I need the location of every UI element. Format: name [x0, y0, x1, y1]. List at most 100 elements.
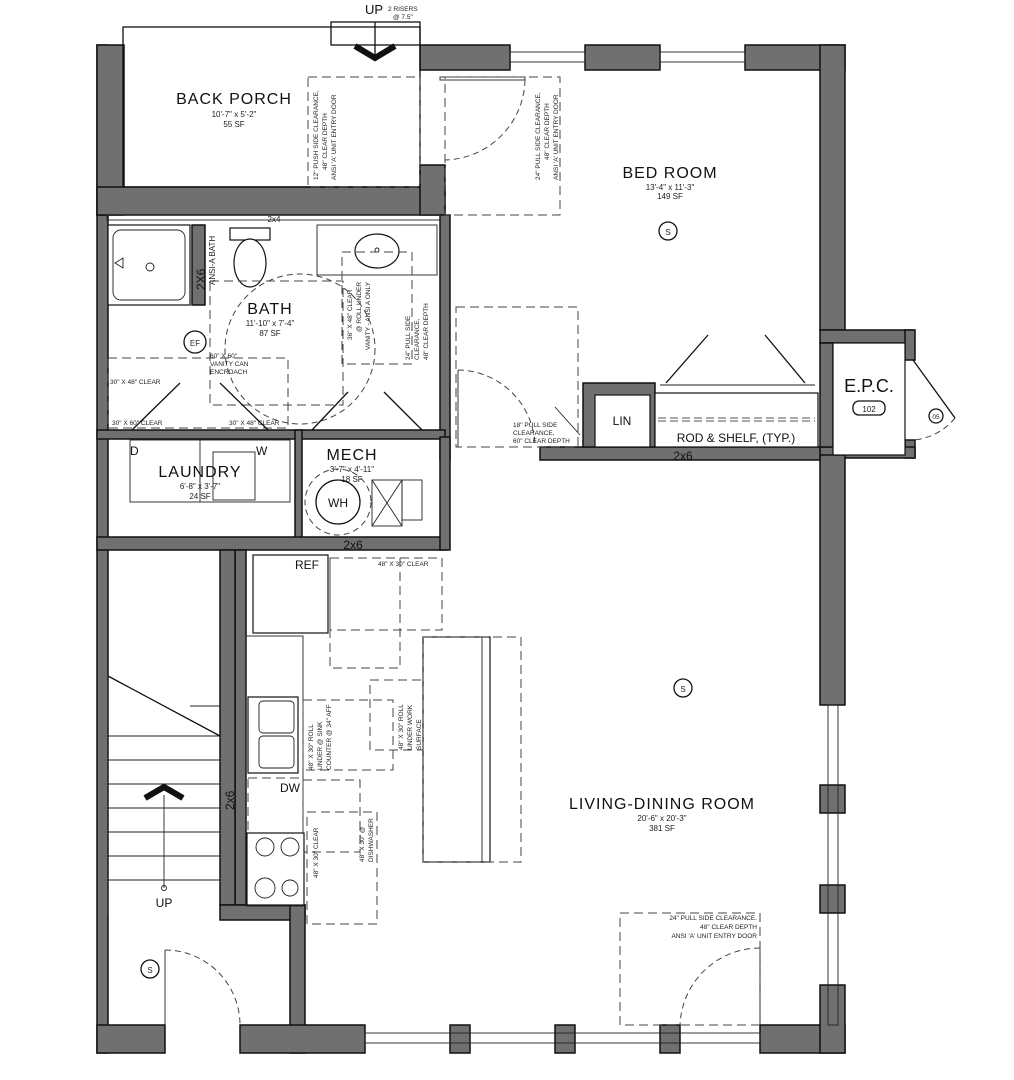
back-porch-area: 55 SF: [223, 120, 244, 129]
porch-stair-risers: 2 RISERS: [388, 6, 418, 13]
window-post-2: [819, 884, 846, 914]
note-line: CLEARANCE,: [414, 318, 421, 360]
stair-break: [107, 675, 221, 737]
note-line: 12" PUSH SIDE CLEARANCE,: [313, 90, 320, 180]
bifold-door-left[interactable]: [665, 334, 709, 384]
mech-wall-label: 2x6: [343, 538, 363, 552]
laundry-door-right[interactable]: [219, 382, 269, 431]
sink-bowl: [258, 735, 295, 769]
tub-label: ANSI-A BATH: [208, 236, 217, 285]
burner-icon: [254, 877, 276, 899]
mech-dims: 3'-7" x 4'-11": [330, 465, 374, 474]
note-line: 48" CLEAR DEPTH: [423, 303, 430, 360]
vanity-clear-note: 36" X 48" CLEAR @ ROLL UNDER VANITY - AN…: [347, 281, 372, 350]
washer-label: W: [256, 444, 268, 458]
window-post-3: [819, 984, 846, 1054]
wall-right-upper: [819, 44, 846, 331]
room-number-tag: [852, 400, 886, 416]
porch-door-leaf[interactable]: [439, 76, 526, 81]
epc-name: E.P.C.: [844, 376, 894, 396]
washer: [212, 451, 256, 501]
note-line: VANITY - ANSI A ONLY: [365, 281, 372, 350]
burner-icon: [255, 837, 275, 857]
epc-door-leaf[interactable]: [912, 359, 956, 419]
closet-clear-note: 60" CLEAR DEPTH: [513, 438, 570, 445]
window-post-1: [819, 784, 846, 814]
laundry-dims: 6'-8" x 3'-7": [180, 482, 220, 491]
kitchen-counter: [245, 635, 304, 907]
closet-clear-note: 18" PULL SIDE: [513, 422, 558, 429]
note-line: 48" X 30" @: [359, 826, 366, 862]
exhaust-fan-icon: [183, 330, 207, 354]
mech-door-right[interactable]: [383, 391, 423, 431]
wall-bottom-post: [449, 1024, 471, 1054]
note-line: 48" CLEAR DEPTH: [322, 113, 329, 170]
smoke-detector-icon: [673, 678, 693, 698]
wall-porch-right: [419, 164, 446, 216]
epc-door-number: 05: [932, 414, 940, 421]
bedroom-name: BED ROOM: [622, 165, 717, 182]
back-porch-dims: 10'-7" x 5'-2": [212, 110, 257, 119]
faucet-icon: [114, 257, 124, 269]
laundry-door-left[interactable]: [131, 382, 181, 431]
rod-shelf-label: ROD & SHELF, (TYP.): [677, 431, 795, 445]
dw-label: DW: [280, 781, 301, 795]
water-heater-label: WH: [328, 496, 348, 510]
wall-mech-right: [439, 436, 451, 551]
wall-porch-bottom: [96, 186, 446, 216]
door-swing: [457, 369, 536, 446]
door-swing: [164, 949, 241, 1026]
window: [364, 1032, 761, 1044]
door-tag: [928, 408, 944, 424]
bath-name: BATH: [247, 301, 292, 318]
living-area: 381 SF: [649, 824, 675, 833]
wall-bath-right: [439, 214, 451, 461]
wall-top-mid: [584, 44, 661, 71]
bath-top-wall: [106, 214, 441, 221]
porch-stair-riser-height: @ 7.5": [393, 14, 413, 21]
door-swing: [679, 947, 761, 1026]
bedroom-smoke-label: S: [665, 228, 670, 237]
smoke-detector-icon: [140, 959, 160, 979]
wall-stair-right: [219, 549, 236, 906]
burner-icon: [280, 837, 300, 857]
tub-wall: [191, 224, 206, 306]
note-line: UNDER @ SINK: [317, 721, 324, 770]
ref-clearance-zone-2: [329, 557, 401, 669]
wall-laundry-mech: [294, 429, 303, 549]
bedroom-door-clearance-zone: [444, 76, 561, 216]
bedroom-door-clearance-note: 24" PULL SIDE CLEARANCE, 48" CLEAR DEPTH…: [535, 92, 560, 180]
mech-area: 18 SF: [341, 475, 362, 484]
door-swing: [444, 79, 526, 161]
wall-right-lower: [819, 454, 846, 706]
laundry-counter: [129, 439, 291, 503]
bedroom-dims: 13'-4" x 11'-3": [646, 183, 695, 192]
wall-bath-bottom: [96, 429, 446, 440]
laundry-clearance-zone: [107, 357, 289, 429]
mech-door-left[interactable]: [311, 391, 349, 431]
living-name: LIVING-DINING ROOM: [569, 796, 755, 813]
work-clear-note: 48" X 30" ROLL UNDER WORK SURFACE: [398, 704, 423, 750]
tub-basin: [112, 229, 186, 301]
vanity-clearance-zone: [341, 251, 413, 365]
vanity-note: ENCROACH: [210, 369, 248, 376]
note-line: ANSI 'A' UNIT ENTRY DOOR: [331, 94, 338, 180]
kitchen-sink: [247, 696, 299, 774]
dryer-label: D: [130, 444, 139, 458]
linen-closet: [594, 394, 651, 448]
linen-door[interactable]: [554, 406, 581, 436]
bath-wall-top-label: 2x4: [268, 215, 281, 224]
wall-top: [419, 44, 511, 71]
wall-bottom-post3: [659, 1024, 681, 1054]
entry-clear-note: ANSI 'A' UNIT ENTRY DOOR: [671, 933, 757, 940]
sink-icon: [354, 233, 400, 269]
note-line: 48" X 30" ROLL: [308, 724, 315, 770]
note-line: ANSI 'A' UNIT ENTRY DOOR: [553, 94, 560, 180]
bifold-door-right[interactable]: [764, 334, 806, 384]
wall-laundry-bottom: [96, 536, 448, 551]
stair: [107, 675, 221, 915]
clear-bottom-left-label: 30" X 60" CLEAR: [112, 420, 163, 427]
window: [509, 51, 586, 63]
epc-room-number: 102: [862, 405, 876, 414]
clear-left-label: 30" X 48" CLEAR: [110, 379, 161, 386]
